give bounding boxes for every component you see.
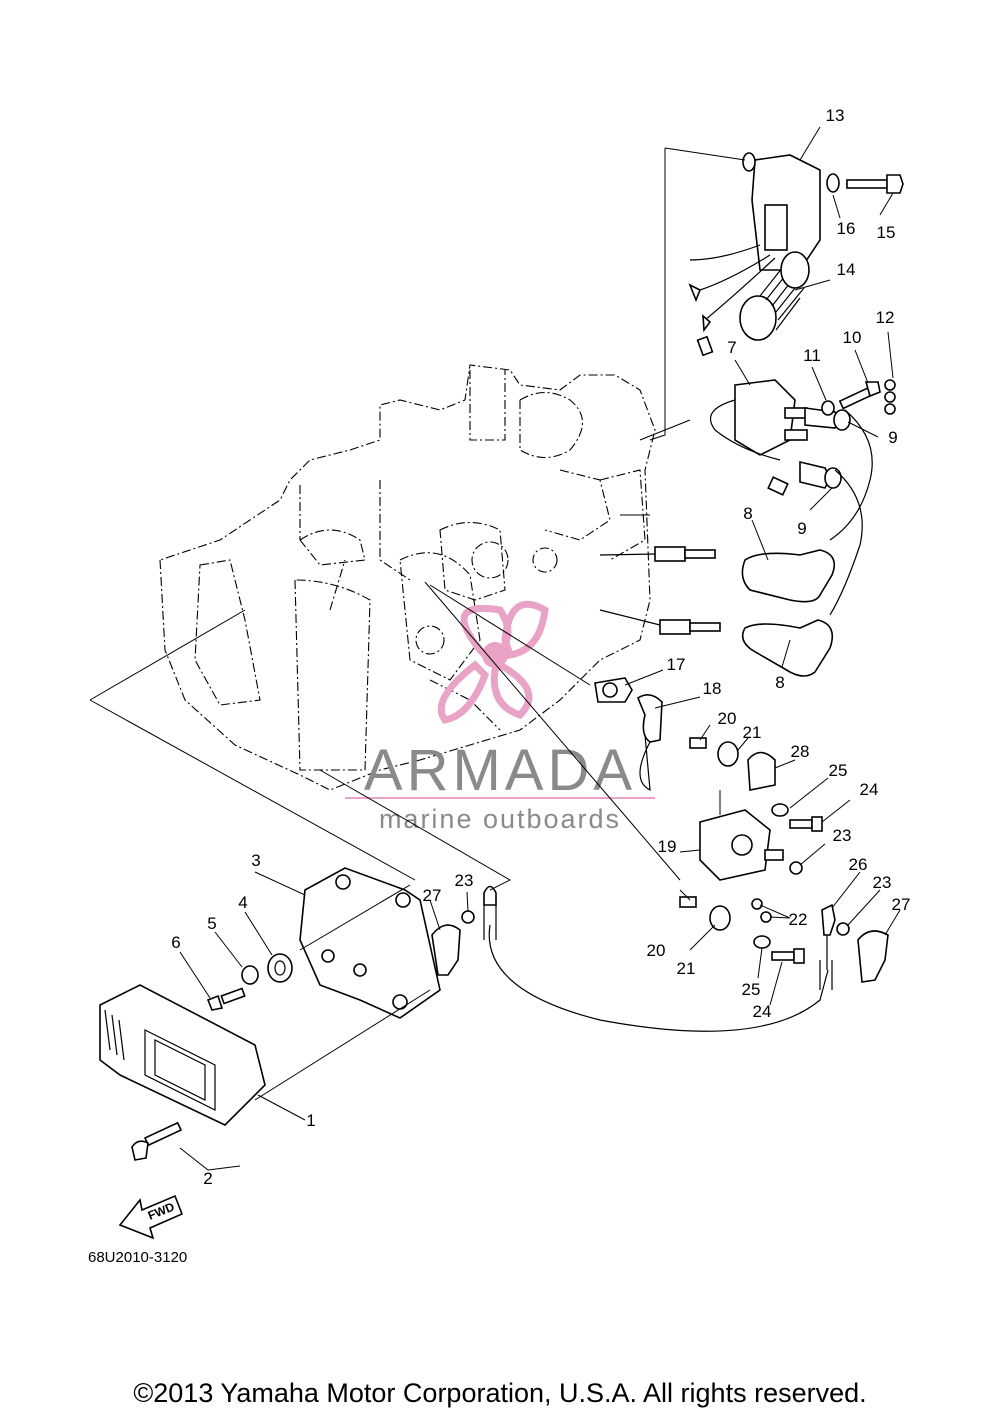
callout-17: 17 xyxy=(667,655,686,674)
callout-9b: 9 xyxy=(797,519,806,538)
callout-12: 12 xyxy=(876,308,895,327)
callout-14: 14 xyxy=(837,260,856,279)
callout-8a: 8 xyxy=(743,504,752,523)
part-24-bolt-upper xyxy=(789,816,823,832)
callout-23c: 23 xyxy=(873,873,892,892)
callout-21b: 21 xyxy=(677,959,696,978)
part-10-bolt xyxy=(838,381,881,410)
callout-26: 26 xyxy=(849,855,868,874)
part-23-nut-right xyxy=(836,922,850,936)
callout-10: 10 xyxy=(843,328,862,347)
part-13-cdi-unit xyxy=(688,154,821,357)
watermark-tagline: marine outboards xyxy=(379,804,621,834)
part-20-collar-upper xyxy=(689,737,707,749)
callout-5: 5 xyxy=(207,914,216,933)
part-12-clip xyxy=(884,379,896,415)
armada-logo-center xyxy=(482,642,508,668)
part-1-rectifier xyxy=(99,984,266,1126)
fwd-arrow-icon: FWD xyxy=(118,1194,184,1240)
callout-22: 22 xyxy=(789,910,808,929)
part-2-bolt xyxy=(131,1121,183,1161)
callout-25b: 25 xyxy=(742,980,761,999)
callout-1: 1 xyxy=(306,1111,315,1130)
callout-20b: 20 xyxy=(647,941,666,960)
spark-plug-lower xyxy=(599,609,721,635)
callout-8b: 8 xyxy=(775,673,784,692)
leader-lines xyxy=(89,126,901,1171)
part-19-relay xyxy=(699,809,784,881)
callout-27b: 27 xyxy=(892,895,911,914)
callout-25a: 25 xyxy=(829,761,848,780)
callout-18: 18 xyxy=(703,679,722,698)
part-23-nut-left xyxy=(461,910,475,924)
callout-6: 6 xyxy=(171,933,180,952)
part-25-washer-lower xyxy=(753,935,771,949)
part-17-sender xyxy=(594,677,633,703)
callout-4: 4 xyxy=(238,893,247,912)
callout-28: 28 xyxy=(791,742,810,761)
part-5-washer xyxy=(241,965,259,985)
part-18-cap xyxy=(637,694,663,792)
part-28-bracket xyxy=(747,751,776,791)
callout-15: 15 xyxy=(877,223,896,242)
engine-block-outline xyxy=(159,364,656,791)
armada-watermark: ARMADA marine outboards xyxy=(345,600,655,834)
callout-labels: 13 16 15 14 12 10 11 7 9 9 8 8 17 18 20 … xyxy=(171,106,910,1188)
copyright-notice: ©2013 Yamaha Motor Corporation, U.S.A. A… xyxy=(133,1378,867,1408)
callout-16: 16 xyxy=(837,219,856,238)
drawing-code: 68U2010-3120 xyxy=(88,1249,187,1266)
spark-plug-upper xyxy=(599,546,716,562)
part-27-cap-left xyxy=(431,924,461,976)
part-8-boot-upper xyxy=(741,549,836,603)
callout-13: 13 xyxy=(826,106,845,125)
part-9-plug-cap-lower xyxy=(799,460,863,616)
callout-27a: 27 xyxy=(423,886,442,905)
callout-20a: 20 xyxy=(718,709,737,728)
callout-3: 3 xyxy=(251,851,260,870)
part-22-nuts xyxy=(751,898,772,923)
part-3-gasket xyxy=(299,867,441,1019)
part-26-terminal xyxy=(821,903,836,970)
watermark-brand: ARMADA xyxy=(364,738,636,803)
callout-23-relay: 23 xyxy=(833,826,852,845)
callout-23a: 23 xyxy=(455,871,474,890)
part-21-grommet-lower xyxy=(709,905,731,931)
part-11-washer xyxy=(821,400,835,416)
part-6-bolt xyxy=(206,987,246,1011)
callout-24b: 24 xyxy=(753,1002,772,1021)
armada-logo-icon xyxy=(437,600,549,724)
callout-2: 2 xyxy=(203,1169,212,1188)
part-4-grommet xyxy=(267,953,293,983)
part-13-washer-left xyxy=(742,152,756,172)
callout-7: 7 xyxy=(727,338,736,357)
part-16-washer xyxy=(826,173,840,193)
callout-21a: 21 xyxy=(743,723,762,742)
callout-9a: 9 xyxy=(888,428,897,447)
part-20-collar-lower xyxy=(679,896,697,908)
part-25-washer-upper xyxy=(771,803,789,817)
part-21-grommet-upper xyxy=(717,741,739,767)
part-23-nut-relay xyxy=(789,861,803,875)
callout-24a: 24 xyxy=(860,780,879,799)
part-15-bolt xyxy=(846,174,904,194)
part-14-coil-spring xyxy=(739,251,810,341)
battery-cable xyxy=(483,885,833,1032)
callout-19: 19 xyxy=(658,837,677,856)
part-7-ignition-coil xyxy=(710,379,808,496)
callout-11: 11 xyxy=(803,346,821,365)
part-27-cap-right xyxy=(857,930,889,983)
part-24-bolt-lower xyxy=(771,948,805,964)
